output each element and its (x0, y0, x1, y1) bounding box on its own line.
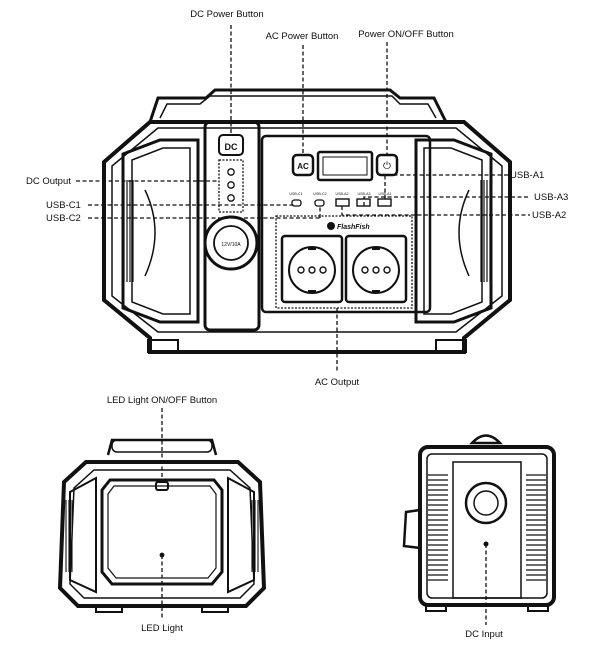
label-dc-input: DC Input (465, 629, 503, 640)
side-fan (464, 481, 508, 525)
left-side-grip (121, 138, 200, 324)
label-led-light: LED Light (141, 623, 183, 634)
label-usb-a1: USB-A1 (510, 170, 544, 181)
usb-c1-port-label: USB-C1 (289, 192, 302, 196)
dc-output-area (218, 159, 244, 213)
label-ac-output: AC Output (315, 377, 360, 388)
usb-a3-port-label: USB-A3 (358, 192, 371, 196)
label-usb-a2: USB-A2 (532, 210, 566, 221)
ac-output-area (275, 215, 413, 309)
top-handle (148, 88, 448, 123)
led-light (100, 478, 224, 586)
label-usb-c1: USB-C1 (46, 200, 81, 211)
back-right-grip (227, 476, 255, 594)
power-icon: ⏻ (383, 161, 391, 172)
side-top-knob (469, 434, 503, 445)
usb-c1-port[interactable] (291, 199, 302, 207)
usb-a1-port-label: USB-A1 (379, 192, 392, 196)
leader-usb-a3 (363, 196, 530, 206)
dc-power-button[interactable] (218, 134, 244, 156)
lcd-display (316, 150, 374, 182)
label-usb-a3: USB-A3 (534, 192, 568, 203)
back-left-grip (69, 476, 97, 594)
leader-usb-a1 (384, 174, 508, 199)
side-center-panel (452, 461, 522, 599)
dc-output-port-3[interactable] (227, 194, 235, 202)
ac-outlet-right[interactable] (344, 234, 408, 304)
label-led-button: LED Light ON/OFF Button (107, 395, 217, 406)
front-foot-left (147, 339, 179, 353)
ac-button-text: AC (297, 162, 309, 171)
usb-c2-port[interactable] (314, 199, 325, 207)
leader-usb-a2 (341, 206, 530, 216)
front-foot-right (435, 339, 467, 353)
car-socket-rating: 12V/10A (221, 242, 241, 248)
car-socket-outer (203, 215, 259, 271)
ac-power-button[interactable] (291, 153, 315, 177)
dc-button-text: DC (225, 142, 238, 152)
usb-port-row: USB-C1 USB-C2 USB-A2 USB-A3 USB-A1 (289, 192, 392, 207)
label-power-button: Power ON/OFF Button (358, 29, 454, 40)
car-socket[interactable] (213, 225, 249, 261)
front-view: DC 12V/10A AC ⏻ USB-C1 USB-C2 USB-A2 USB… (102, 88, 512, 354)
ac-outlet-left[interactable] (280, 234, 344, 304)
usb-c2-port-label: USB-C2 (313, 192, 326, 196)
usb-a1-port[interactable] (377, 198, 392, 207)
brand-name: FlashFish (337, 224, 370, 231)
side-view: DC Input (402, 434, 556, 640)
label-dc-output: DC Output (26, 176, 71, 187)
label-dc-power-button: DC Power Button (190, 9, 263, 20)
label-usb-c2: USB-C2 (46, 213, 81, 224)
right-side-grip (414, 138, 493, 324)
side-body (418, 445, 556, 607)
front-callouts: DC Power Button AC Power Button Power ON… (26, 9, 568, 388)
dc-output-port-2[interactable] (227, 181, 235, 189)
side-vent-left (428, 474, 448, 581)
back-body (57, 460, 267, 608)
dc-column (203, 120, 261, 332)
side-vent-right (526, 474, 546, 581)
usb-a2-port-label: USB-A2 (336, 192, 349, 196)
control-panel (260, 134, 432, 314)
dc-output-port-1[interactable] (227, 168, 235, 176)
label-ac-power-button: AC Power Button (266, 31, 339, 42)
flashfish-logo-icon (327, 222, 335, 230)
side-left-knob (402, 508, 422, 550)
usb-a2-port[interactable] (335, 198, 350, 207)
back-view: LED Light ON/OFF Button LED Light (57, 395, 267, 634)
